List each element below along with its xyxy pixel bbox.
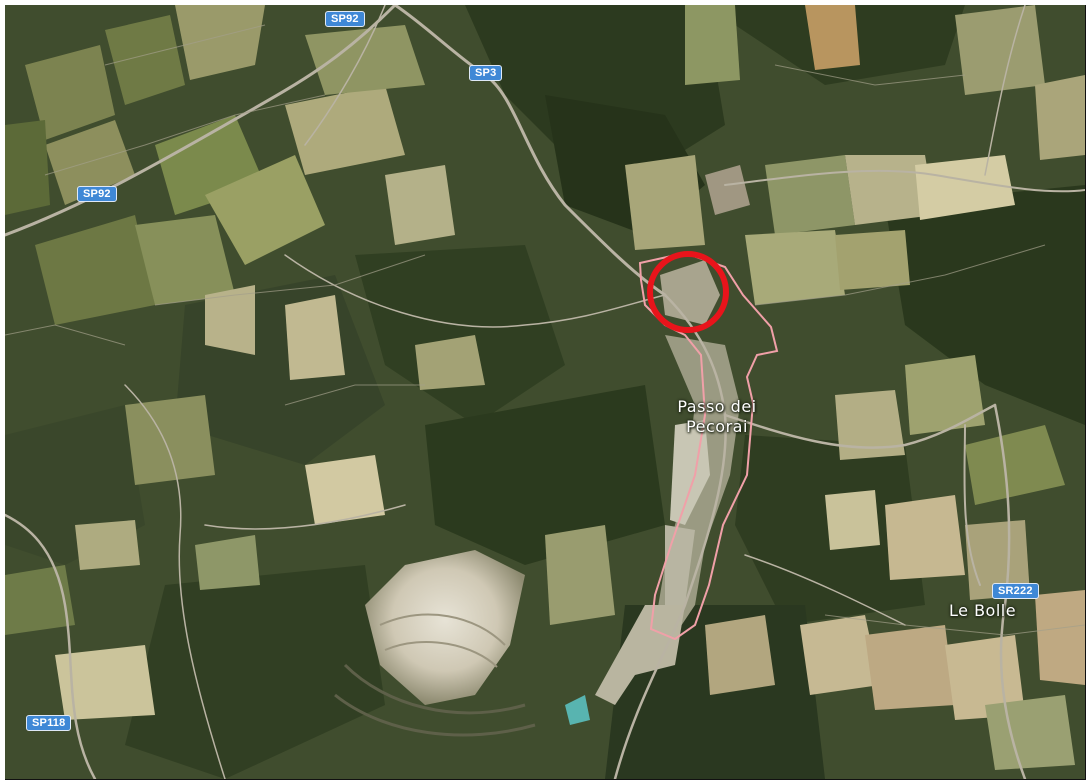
highlight-circle-marker[interactable] (647, 251, 729, 333)
field-tracks (5, 24, 1085, 636)
highlighted-area-boundary (638, 251, 779, 641)
satellite-imagery[interactable] (5, 5, 1085, 779)
quarry (334, 550, 590, 737)
satellite-map[interactable]: SP92 SP3 SP92 SP118 SR222 Passo dei Peco… (5, 5, 1086, 780)
road-shield-sp118[interactable]: SP118 (26, 715, 72, 731)
place-label-passo-line2: Pecorai (686, 417, 748, 436)
road-shield-sr222[interactable]: SR222 (992, 583, 1039, 599)
road-shield-sp92-left[interactable]: SP92 (77, 186, 117, 202)
place-label-passo-line1: Passo dei (677, 397, 757, 416)
road-shield-sp92-top[interactable]: SP92 (325, 11, 365, 27)
place-label-le-bolle[interactable]: Le Bolle (949, 601, 1017, 620)
roads (5, 5, 1085, 779)
road-shield-sp3[interactable]: SP3 (469, 65, 503, 81)
place-label-passo-dei-pecorai[interactable]: Passo dei Pecorai (669, 397, 765, 437)
